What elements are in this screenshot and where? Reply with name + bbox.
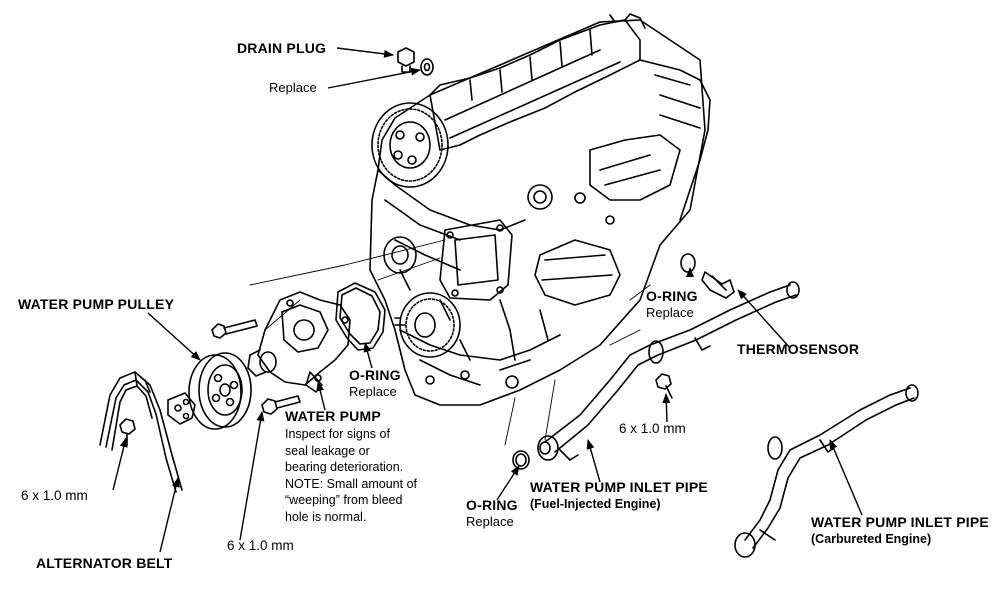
leader-drain-replace (327, 67, 421, 89)
crank-pulley (394, 292, 461, 358)
fi-pipe-bolt (655, 373, 673, 399)
alternator-belt (99, 371, 183, 493)
label-drain-plug: DRAIN PLUG (237, 40, 327, 56)
label-oring-mid: O-RING (349, 367, 401, 383)
label-inlet-pipe-carb-sub: (Carbureted Engine) (811, 532, 932, 546)
label-drain-plug-replace: Replace (269, 80, 317, 95)
water-pump-note: Inspect for signs of seal leakage or bea… (285, 427, 417, 524)
leader-inlet-carb (829, 439, 863, 516)
label-inlet-pipe-carb: WATER PUMP INLET PIPE (811, 514, 989, 530)
drain-plug (397, 47, 434, 76)
label-thermosensor: THERMOSENSOR (737, 341, 860, 357)
label-inlet-pipe-fi: WATER PUMP INLET PIPE (530, 479, 708, 495)
leader-oring-bottom (496, 465, 520, 501)
label-oring-bottom-replace: Replace (466, 514, 514, 529)
leader-drain-plug (336, 47, 394, 58)
label-oring-mid-replace: Replace (349, 384, 397, 399)
leader-belt (159, 477, 180, 553)
inlet-pipe-fuel-injected (537, 281, 800, 461)
leader-inlet-fi (586, 439, 601, 483)
belt-bolt (119, 418, 136, 446)
pulley-bracket (167, 392, 196, 425)
label-oring-bottom: O-RING (466, 497, 518, 513)
water-pump-pulley (188, 352, 252, 430)
label-alternator-belt: ALTERNATOR BELT (36, 555, 173, 571)
label-bolt-bottom: 6 x 1.0 mm (227, 538, 294, 553)
leader-bolt-left (112, 437, 128, 491)
label-oring-top-replace: Replace (646, 305, 694, 320)
inlet-oring (512, 450, 530, 470)
leader-pulley (147, 312, 201, 361)
water-pump (247, 291, 351, 393)
engine-block (369, 13, 711, 406)
inlet-pipe-carbureted (734, 384, 919, 558)
label-water-pump: WATER PUMP (285, 408, 381, 424)
camshaft-pulley (371, 102, 449, 188)
pump-bolt-upper (211, 319, 258, 339)
pump-oring (335, 282, 386, 351)
label-inlet-pipe-fi-sub: (Fuel-Injected Engine) (530, 497, 661, 511)
leader-oring-mid (363, 342, 373, 369)
leader-water-pump (316, 381, 326, 411)
label-bolt-left: 6 x 1.0 mm (21, 488, 88, 503)
label-bolt-right: 6 x 1.0 mm (619, 421, 686, 436)
leader-thermosensor (737, 289, 791, 349)
label-water-pump-pulley: WATER PUMP PULLEY (18, 296, 175, 312)
leader-bolt-bottom (239, 411, 265, 541)
label-oring-top: O-RING (646, 288, 698, 304)
leader-bolt-right (662, 393, 671, 423)
